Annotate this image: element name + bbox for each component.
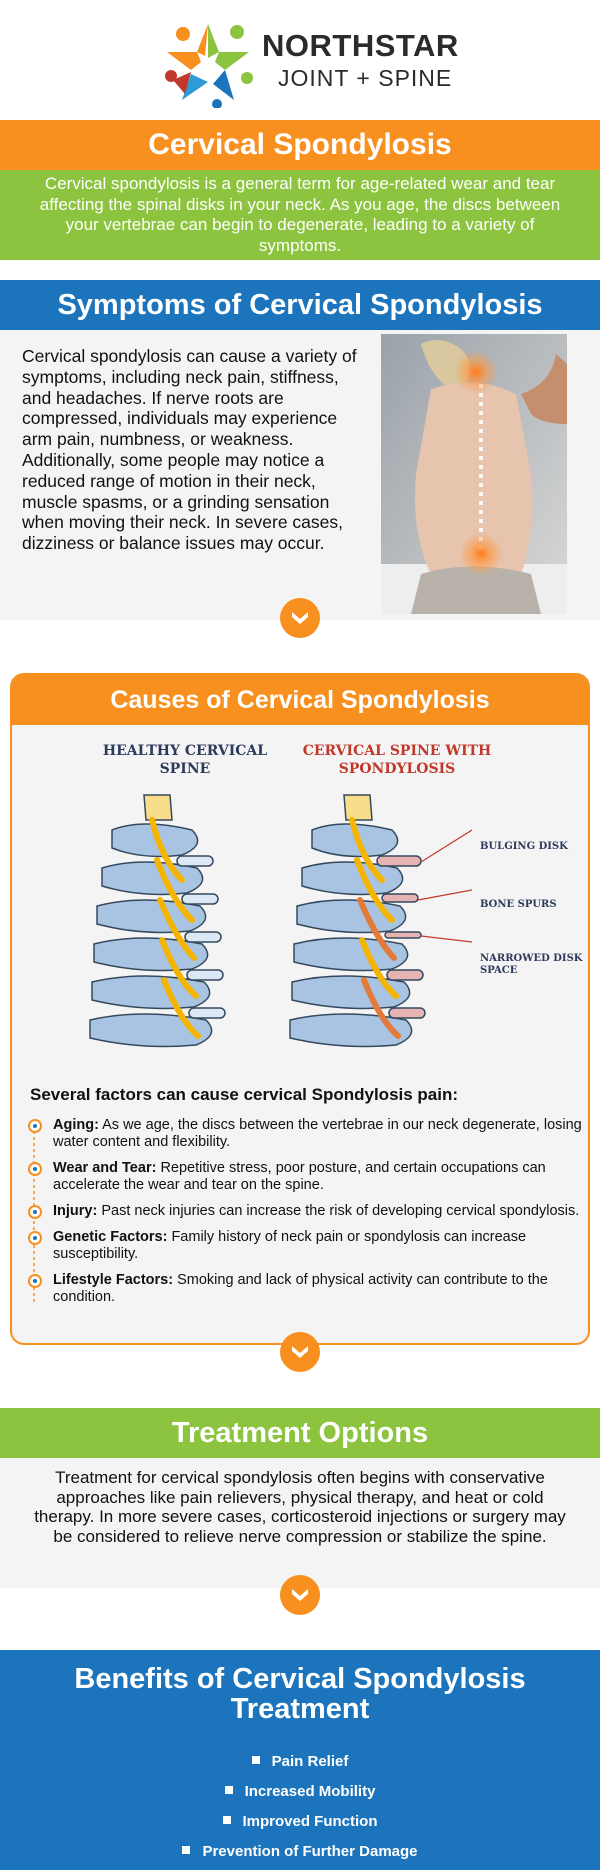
square-bullet-icon [222, 1816, 231, 1824]
symptoms-paragraph: Cervical spondylosis can cause a variety… [22, 346, 357, 554]
bullet-icon [28, 1205, 42, 1219]
list-item: Improved Function [0, 1807, 600, 1837]
bullet-icon [28, 1274, 42, 1288]
back-pain-photo [381, 334, 567, 614]
list-item: Injury: Past neck injuries can increase … [26, 1203, 582, 1220]
list-item: Genetic Factors: Family history of neck … [26, 1229, 582, 1263]
list-item: Increased Mobility [0, 1777, 600, 1807]
list-item: Aging: As we age, the discs between the … [26, 1117, 582, 1151]
causes-heading: Causes of Cervical Spondylosis [12, 675, 588, 725]
factors-list: Aging: As we age, the discs between the … [26, 1117, 582, 1315]
callout-narrowed-disk-space: NARROWED DISK SPACE [480, 953, 583, 976]
brand-header: NORTHSTAR JOINT + SPINE [0, 0, 600, 120]
brand-tagline: JOINT + SPINE [278, 65, 453, 91]
chevron-down-icon [280, 598, 320, 638]
list-item: Lifestyle Factors: Smoking and lack of p… [26, 1272, 582, 1306]
symptoms-section: Cervical spondylosis can cause a variety… [0, 330, 600, 620]
treatment-paragraph: Treatment for cervical spondylosis often… [34, 1468, 566, 1546]
symptoms-heading: Symptoms of Cervical Spondylosis [0, 280, 600, 330]
benefits-list: Pain Relief Increased Mobility Improved … [0, 1747, 600, 1867]
benefits-section: Benefits of Cervical Spondylosis Treatme… [0, 1650, 600, 1870]
list-item: Pain Relief [0, 1747, 600, 1777]
page-title: Cervical Spondylosis [0, 120, 600, 170]
square-bullet-icon [251, 1756, 260, 1764]
chevron-down-icon [280, 1332, 320, 1372]
intro-paragraph: Cervical spondylosis is a general term f… [0, 170, 600, 260]
bullet-icon [28, 1162, 42, 1176]
brand-name: NORTHSTAR [262, 28, 459, 63]
causes-card: Causes of Cervical Spondylosis HEALTHY C… [10, 673, 590, 1345]
treatment-section: Treatment for cervical spondylosis often… [0, 1458, 600, 1588]
bullet-icon [28, 1231, 42, 1245]
list-item: Prevention of Further Damage [0, 1837, 600, 1867]
healthy-spine-illustration [89, 794, 226, 1048]
callout-bulging-disk: BULGING DISK [480, 841, 568, 852]
bullet-icon [28, 1119, 42, 1133]
square-bullet-icon [182, 1846, 191, 1854]
factors-heading: Several factors can cause cervical Spond… [30, 1085, 459, 1104]
square-bullet-icon [224, 1786, 233, 1794]
chevron-down-icon [280, 1575, 320, 1615]
spondylosis-spine-label: CERVICAL SPINE WITH SPONDYLOSIS [302, 743, 492, 777]
treatment-heading: Treatment Options [0, 1408, 600, 1458]
star-logo-icon [165, 24, 253, 108]
healthy-spine-label: HEALTHY CERVICAL SPINE [102, 743, 268, 777]
spondylosis-spine-illustration [289, 794, 472, 1048]
list-item: Wear and Tear: Repetitive stress, poor p… [26, 1160, 582, 1194]
callout-bone-spurs: BONE SPURS [480, 899, 557, 910]
benefits-heading: Benefits of Cervical Spondylosis Treatme… [74, 1663, 526, 1725]
